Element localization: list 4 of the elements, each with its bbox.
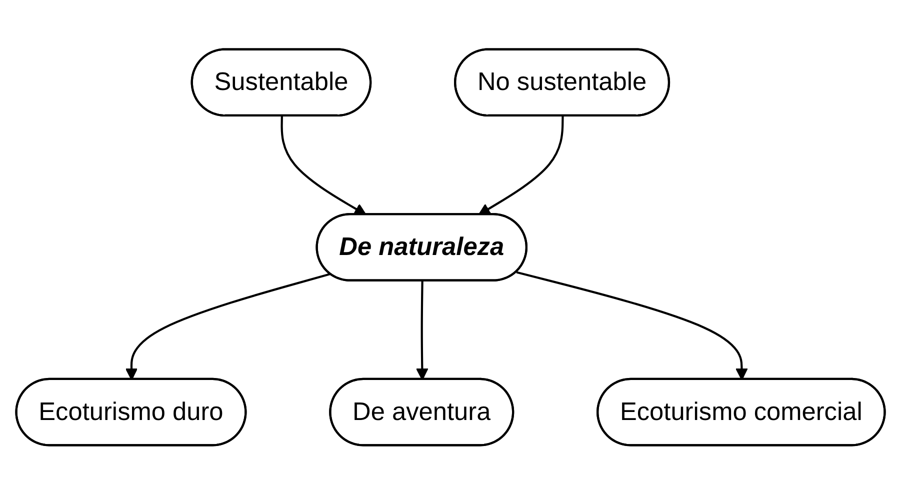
arrow bbox=[125, 272, 331, 380]
arrow bbox=[516, 270, 748, 380]
diagram-drawing: Sustentable No sustentable De naturaleza Ecoturismo duro De aventura Ecoturismo comercial bbox=[5, 38, 896, 456]
arrow bbox=[416, 280, 428, 380]
